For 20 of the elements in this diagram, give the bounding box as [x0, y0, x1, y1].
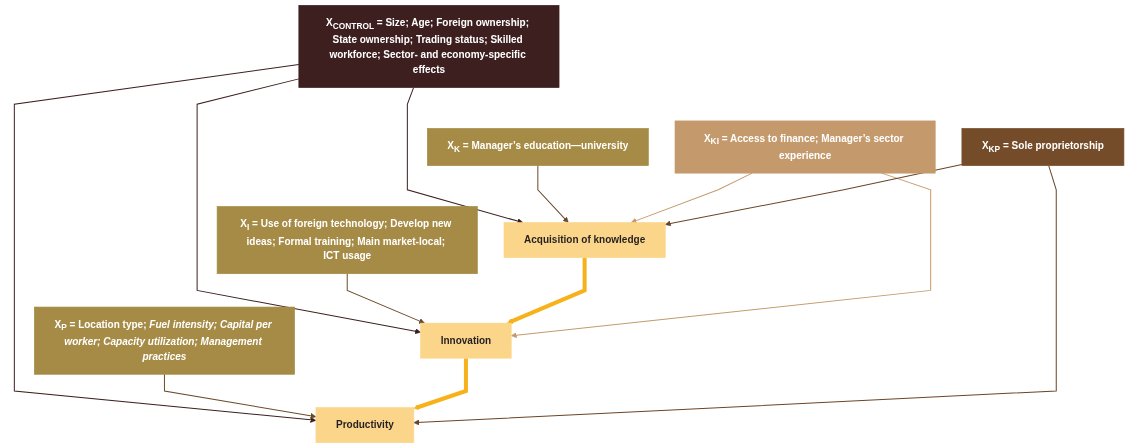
arrow — [14, 64, 317, 423]
node-box: Innovation — [420, 322, 512, 359]
arrow — [407, 87, 524, 224]
node-box: Acquisition of knowledge — [504, 222, 666, 258]
arrow — [197, 78, 422, 335]
node-box: X$_{KP}$ = Sole proprietorship — [961, 128, 1125, 166]
node-box: Productivity — [316, 407, 415, 443]
arrow — [413, 165, 1058, 426]
arrow — [164, 373, 317, 419]
arrow — [665, 163, 963, 227]
node-box: X$_{CONTROL}$ = Size; Age; Foreign ownership; State ownership; Trading status; Skilled workforce; Sector- and economy-specific effects — [298, 5, 560, 88]
node-box: X$_{P}$ = Location type; Fuel intensity; Capital per worker; Capacity utilization; Management practices — [34, 306, 296, 375]
arrow — [511, 172, 932, 339]
arrow — [413, 358, 469, 410]
node-box: X$_{K}$ = Manager’s education—university — [427, 128, 650, 166]
arrow — [347, 273, 426, 324]
arrow — [537, 165, 569, 223]
arrow — [507, 257, 587, 324]
node-box: X$_{I}$ = Use of foreign technology; Develop new ideas; Formal training; Main market-local; ICT usage — [217, 206, 479, 275]
node-box: X$_{KI}$ = Access to finance; Manager’s sector experience — [675, 120, 936, 174]
